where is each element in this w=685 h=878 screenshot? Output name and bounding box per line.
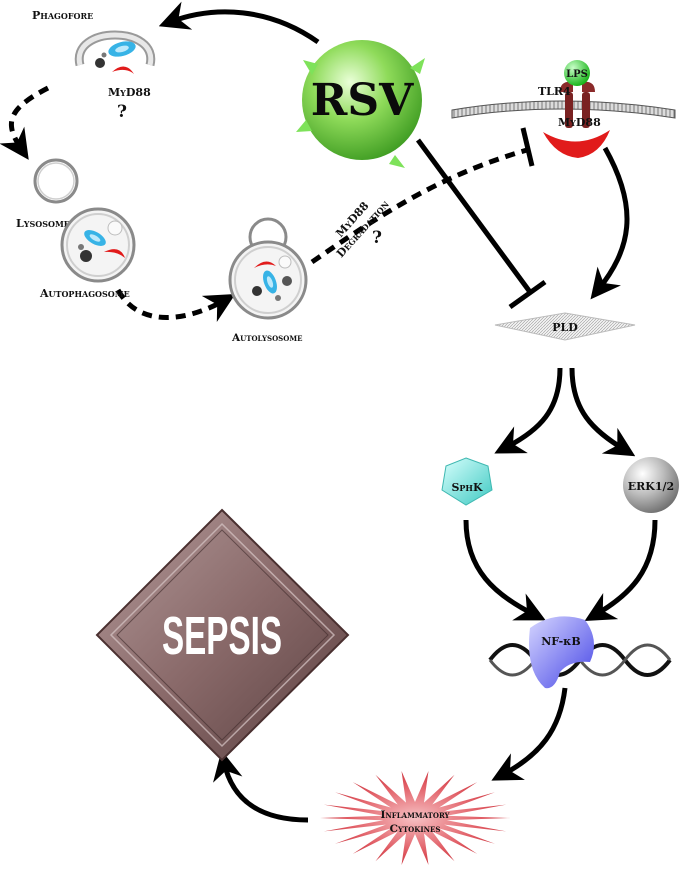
autophagosome-label: Autophagosome — [39, 287, 130, 300]
cytokines-label-line1: Inflammatory — [380, 809, 450, 821]
sepsis-label: SEPSIS — [162, 606, 282, 666]
arrow-pld-to-erk — [569, 367, 636, 457]
arrow-sphk-to-nfkb — [463, 519, 546, 621]
arrow-erk-to-nfkb — [584, 519, 658, 621]
arrow-nfkb-to-cytokines — [491, 687, 568, 781]
lps-molecule — [564, 60, 590, 86]
pld-label: PLD — [552, 321, 578, 334]
nfkb-label: NF-κB — [541, 635, 580, 648]
arrows — [0, 1, 658, 823]
lysosome — [33, 158, 79, 204]
autolysosome — [228, 217, 308, 320]
phagofore-label: Phagofore — [32, 9, 93, 22]
cytokines-burst — [320, 771, 510, 865]
cytokines-label-line2: Cytokines — [390, 823, 441, 835]
tlr4-receptor — [560, 81, 595, 128]
lps-label: LPS — [566, 69, 588, 80]
arrow-phagofore-to-lysosome — [0, 85, 50, 160]
autolysosome-label: Autolysosome — [231, 332, 302, 344]
tlr4-label: TLR4 — [538, 85, 571, 98]
pld-enzyme — [494, 312, 636, 341]
phagofore — [74, 30, 156, 74]
rsv-label: RSV — [311, 75, 414, 126]
inhibition-rsv-pld-bar — [508, 279, 547, 310]
sepsis-diamond — [95, 508, 350, 762]
autophagosome — [60, 207, 136, 283]
arrow-rsv-to-phagofore — [158, 1, 320, 45]
nfkb-node — [529, 616, 594, 689]
cell-membrane — [451, 100, 676, 119]
arrow-pld-to-sphk — [494, 367, 563, 454]
question-mark-2: ? — [372, 228, 382, 248]
arrow-myd88-to-pld — [590, 146, 630, 300]
question-mark-1: ? — [117, 102, 127, 122]
rsv-virus — [296, 40, 425, 168]
phagofore-myd88-label: MyD88 — [108, 86, 151, 99]
lysosome-label: Lysosome — [16, 217, 70, 230]
arrow-cytokines-to-sepsis — [213, 750, 309, 823]
inhibition-degradation-myd88-bar — [520, 127, 535, 167]
myd88-label: MyD88 — [558, 116, 601, 129]
inhibition-rsv-pld — [415, 138, 533, 294]
erk-label: ERK1/2 — [628, 480, 674, 493]
erk-node — [623, 457, 679, 513]
sphk-node — [441, 457, 493, 506]
myd88-adaptor — [543, 130, 610, 158]
arrow-autophagosome-to-autolysosome — [115, 288, 236, 322]
inhibition-degradation-myd88 — [310, 147, 528, 265]
sphk-label: SphK — [451, 481, 483, 494]
